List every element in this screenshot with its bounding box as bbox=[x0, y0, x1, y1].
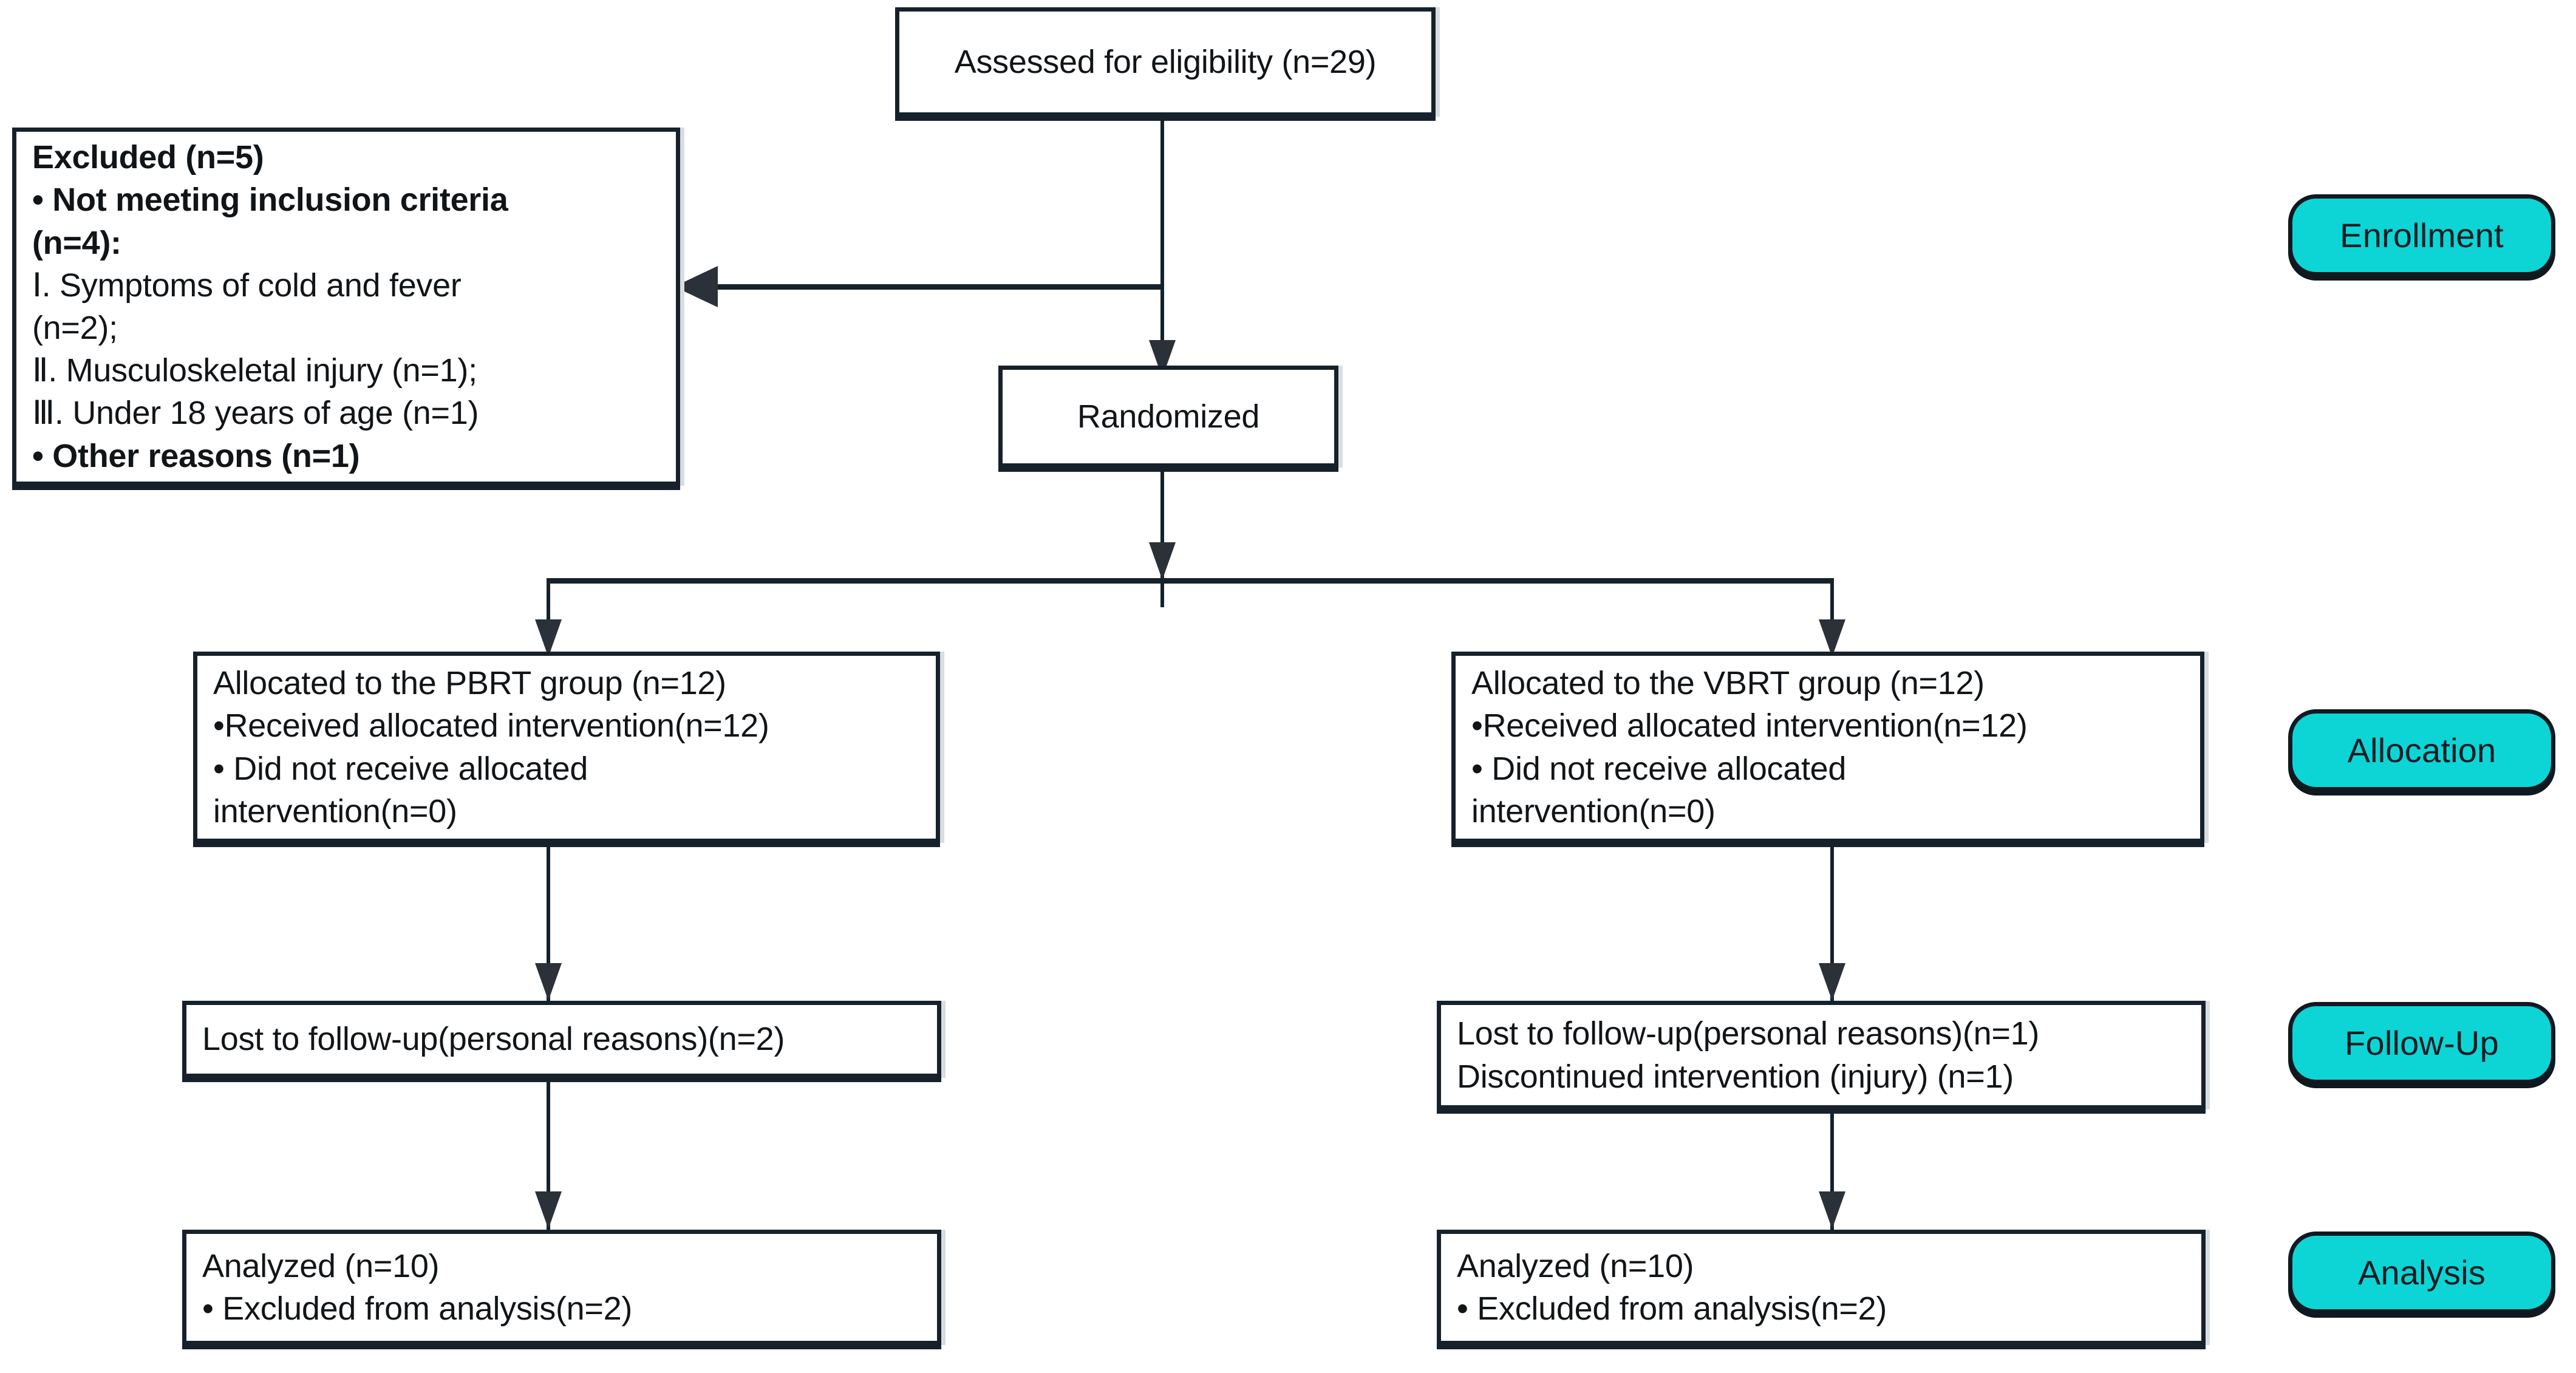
alloc-right-line-3: • Did not receive allocated bbox=[1471, 750, 1847, 787]
excluded-line-6: Ⅱ. Musculoskeletal injury (n=1); bbox=[32, 352, 477, 389]
connector-split-to-alloc-right bbox=[1830, 578, 1834, 657]
arrowhead-to-follow-right bbox=[1819, 963, 1845, 1001]
connector-alloc-left-to-follow-left bbox=[547, 843, 550, 1001]
analysis-right-line-2: • Excluded from analysis(n=2) bbox=[1457, 1290, 1887, 1327]
arrowhead-to-alloc-left bbox=[535, 619, 562, 657]
alloc-right-line-2: •Received allocated intervention(n=12) bbox=[1471, 707, 2028, 744]
excluded-box: Excluded (n=5) • Not meeting inclusion c… bbox=[12, 128, 680, 486]
connector-assessed-to-excluded bbox=[674, 284, 1164, 290]
alloc-left-line-2: •Received allocated intervention(n=12) bbox=[213, 707, 769, 744]
stage-pill-enrollment: Enrollment bbox=[2288, 194, 2555, 276]
follow-left-line-1: Lost to follow-up(personal reasons)(n=2) bbox=[202, 1021, 785, 1058]
assessed-for-eligibility-text: Assessed for eligibility (n=29) bbox=[954, 43, 1377, 80]
randomized-text: Randomized bbox=[1077, 398, 1260, 435]
alloc-left-line-3: • Did not receive allocated bbox=[213, 750, 588, 787]
excluded-line-3: (n=4): bbox=[32, 224, 121, 261]
stage-label-analysis: Analysis bbox=[2357, 1253, 2486, 1292]
arrowhead-to-alloc-right bbox=[1819, 619, 1845, 657]
excluded-line-1: Excluded (n=5) bbox=[32, 139, 264, 176]
follow-right-line-2: Discontinued intervention (injury) (n=1) bbox=[1457, 1058, 2014, 1095]
connector-randomized-to-split bbox=[1160, 468, 1164, 607]
connector-follow-right-to-analysis-right bbox=[1830, 1109, 1834, 1231]
randomized-box: Randomized bbox=[998, 366, 1338, 468]
alloc-right-line-4: intervention(n=0) bbox=[1471, 792, 1716, 830]
analysis-left-line-2: • Excluded from analysis(n=2) bbox=[202, 1290, 633, 1327]
excluded-line-2: • Not meeting inclusion criteria bbox=[32, 182, 508, 219]
arrowhead-to-excluded bbox=[674, 266, 718, 307]
connector-assessed-to-randomized bbox=[1160, 115, 1164, 353]
stage-label-allocation: Allocation bbox=[2347, 731, 2496, 769]
follow-up-pbrt-box: Lost to follow-up(personal reasons)(n=2) bbox=[182, 1001, 941, 1078]
stage-pill-analysis: Analysis bbox=[2288, 1232, 2555, 1313]
alloc-right-line-1: Allocated to the VBRT group (n=12) bbox=[1471, 665, 1985, 702]
stage-label-enrollment: Enrollment bbox=[2340, 216, 2504, 254]
analyzed-pbrt-box: Analyzed (n=10) • Excluded from analysis… bbox=[182, 1230, 941, 1345]
arrowhead-to-analysis-right bbox=[1819, 1191, 1845, 1229]
excluded-line-8: • Other reasons (n=1) bbox=[32, 437, 360, 474]
connector-split-to-alloc-left bbox=[547, 578, 550, 657]
analyzed-vbrt-box: Analyzed (n=10) • Excluded from analysis… bbox=[1437, 1230, 2206, 1345]
assessed-for-eligibility-box: Assessed for eligibility (n=29) bbox=[895, 7, 1436, 117]
excluded-line-7: Ⅲ. Under 18 years of age (n=1) bbox=[32, 395, 479, 432]
alloc-left-line-4: intervention(n=0) bbox=[213, 792, 457, 830]
follow-up-vbrt-box: Lost to follow-up(personal reasons)(n=1)… bbox=[1437, 1001, 2206, 1109]
analysis-left-line-1: Analyzed (n=10) bbox=[202, 1247, 440, 1284]
follow-right-line-1: Lost to follow-up(personal reasons)(n=1) bbox=[1457, 1015, 2039, 1052]
connector-follow-left-to-analysis-left bbox=[547, 1078, 550, 1230]
split-bar bbox=[547, 578, 1834, 584]
allocated-vbrt-box: Allocated to the VBRT group (n=12) •Rece… bbox=[1451, 652, 2204, 843]
allocated-pbrt-box: Allocated to the PBRT group (n=12) •Rece… bbox=[193, 652, 940, 843]
arrowhead-to-analysis-left bbox=[535, 1191, 562, 1229]
excluded-line-4: Ⅰ. Symptoms of cold and fever bbox=[32, 267, 462, 304]
excluded-line-5: (n=2); bbox=[32, 310, 118, 346]
arrowhead-to-follow-left bbox=[535, 963, 562, 1001]
stage-pill-allocation: Allocation bbox=[2288, 709, 2555, 791]
stage-pill-followup: Follow-Up bbox=[2288, 1002, 2555, 1084]
stage-label-followup: Follow-Up bbox=[2345, 1024, 2499, 1062]
analysis-right-line-1: Analyzed (n=10) bbox=[1457, 1247, 1694, 1284]
arrowhead-to-split-bar bbox=[1149, 542, 1176, 580]
alloc-left-line-1: Allocated to the PBRT group (n=12) bbox=[213, 665, 726, 702]
connector-alloc-right-to-follow-right bbox=[1830, 843, 1834, 1001]
